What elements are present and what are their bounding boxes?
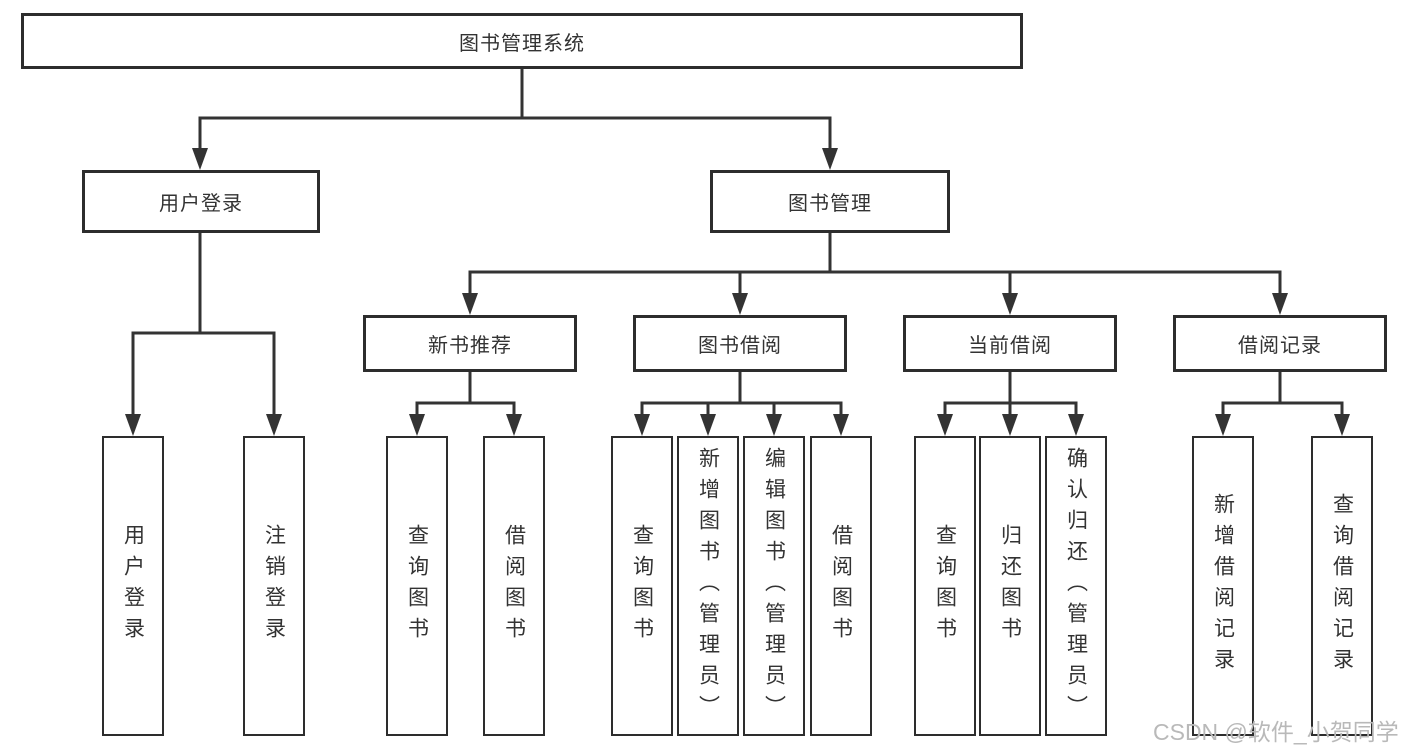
- leaf-query-book-current: 查询图书: [914, 436, 976, 736]
- arrow-down-icon: [1068, 414, 1084, 436]
- leaf-label: 编辑图书（管理员）: [762, 446, 786, 726]
- arrow-down-icon: [192, 148, 208, 170]
- leaf-label: 查询图书: [405, 524, 429, 648]
- arrow-down-icon: [634, 414, 650, 436]
- node-new-book-recommend: 新书推荐: [363, 315, 577, 372]
- node-book-management: 图书管理: [710, 170, 950, 233]
- arrow-down-icon: [732, 293, 748, 315]
- arrow-down-icon: [700, 414, 716, 436]
- arrow-down-icon: [409, 414, 425, 436]
- leaf-label: 用户登录: [121, 524, 145, 648]
- leaf-confirm-return-admin: 确认归还（管理员）: [1045, 436, 1107, 736]
- arrow-down-icon: [125, 414, 141, 436]
- leaf-add-borrow-record: 新增借阅记录: [1192, 436, 1254, 736]
- node-current-borrow: 当前借阅: [903, 315, 1117, 372]
- leaf-user-login: 用户登录: [102, 436, 164, 736]
- node-label: 图书借阅: [698, 335, 782, 357]
- connector-line: [198, 116, 832, 148]
- leaf-label: 查询图书: [933, 524, 957, 648]
- connector-line: [131, 331, 276, 414]
- leaf-edit-book-admin: 编辑图书（管理员）: [743, 436, 805, 736]
- node-label: 当前借阅: [968, 335, 1052, 357]
- arrow-down-icon: [1272, 293, 1288, 315]
- connector-line: [415, 401, 516, 414]
- node-borrow-record: 借阅记录: [1173, 315, 1387, 372]
- arrow-down-icon: [1002, 414, 1018, 436]
- csdn-watermark: CSDN @软件_小贺同学: [1153, 719, 1399, 745]
- leaf-borrow-book: 借阅图书: [810, 436, 872, 736]
- leaf-logout: 注销登录: [243, 436, 305, 736]
- arrow-down-icon: [1215, 414, 1231, 436]
- node-user-login: 用户登录: [82, 170, 320, 233]
- arrow-down-icon: [266, 414, 282, 436]
- arrow-down-icon: [833, 414, 849, 436]
- leaf-label: 查询图书: [630, 524, 654, 648]
- arrow-down-icon: [822, 148, 838, 170]
- node-label: 借阅记录: [1238, 335, 1322, 357]
- connector-line: [640, 401, 843, 414]
- leaf-label: 新增借阅记录: [1211, 493, 1235, 679]
- node-label: 图书管理系统: [459, 32, 585, 55]
- node-label: 新书推荐: [428, 335, 512, 357]
- arrow-down-icon: [506, 414, 522, 436]
- leaf-label: 确认归还（管理员）: [1064, 446, 1088, 726]
- leaf-label: 新增图书（管理员）: [696, 446, 720, 726]
- arrow-down-icon: [1334, 414, 1350, 436]
- arrow-down-icon: [766, 414, 782, 436]
- leaf-label: 查询借阅记录: [1330, 493, 1354, 679]
- arrow-down-icon: [462, 293, 478, 315]
- arrow-down-icon: [1002, 293, 1018, 315]
- node-label: 用户登录: [159, 193, 243, 215]
- leaf-query-book-borrow: 查询图书: [611, 436, 673, 736]
- leaf-label: 归还图书: [998, 524, 1022, 648]
- node-library-management-system: 图书管理系统: [21, 13, 1023, 69]
- node-book-borrow: 图书借阅: [633, 315, 847, 372]
- connector-line: [1221, 401, 1344, 414]
- node-label: 图书管理: [788, 193, 872, 215]
- leaf-label: 借阅图书: [502, 524, 526, 648]
- leaf-return-book: 归还图书: [979, 436, 1041, 736]
- leaf-label: 注销登录: [262, 524, 286, 648]
- leaf-add-book-admin: 新增图书（管理员）: [677, 436, 739, 736]
- connector-line: [468, 270, 1282, 293]
- leaf-label: 借阅图书: [829, 524, 853, 648]
- leaf-query-borrow-record: 查询借阅记录: [1311, 436, 1373, 736]
- leaf-query-book-recommend: 查询图书: [386, 436, 448, 736]
- leaf-borrow-book-recommend: 借阅图书: [483, 436, 545, 736]
- arrow-down-icon: [937, 414, 953, 436]
